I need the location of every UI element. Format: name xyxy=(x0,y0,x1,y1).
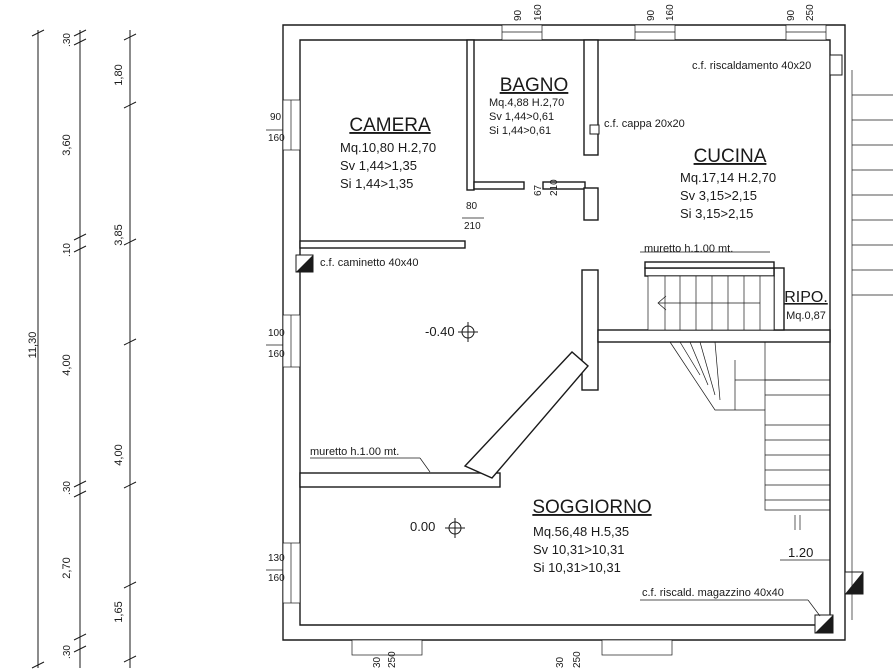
opening-label: 250 xyxy=(805,4,816,21)
dim-label: 1,80 xyxy=(113,64,125,85)
opening-label: 160 xyxy=(268,133,285,144)
room-si: Si 1,44>1,35 xyxy=(340,176,413,191)
room-area: Mq.10,80 H.2,70 xyxy=(340,140,436,155)
note-cappa: c.f. cappa 20x20 xyxy=(604,118,685,130)
room-area: Mq.0,87 xyxy=(786,310,826,322)
opening-label: 160 xyxy=(665,4,676,21)
opening-label: 160 xyxy=(268,573,285,584)
note-muretto-top: muretto h.1.00 mt. xyxy=(644,243,733,255)
room-si: Si 1,44>0,61 xyxy=(489,125,551,137)
room-si: Si 10,31>10,31 xyxy=(533,560,621,575)
level-lower: 0.00 xyxy=(410,519,435,534)
dim-label: .30 xyxy=(62,33,73,47)
opening-label: 130 xyxy=(268,553,285,564)
note-caminetto: c.f. caminetto 40x40 xyxy=(320,257,418,269)
dim-labels-outer: 11,30 xyxy=(27,332,39,359)
room-sv: Sv 3,15>2,15 xyxy=(680,188,757,203)
stair-dim: 1.20 xyxy=(788,545,813,560)
opening-label: 90 xyxy=(270,112,282,123)
windows xyxy=(282,24,827,656)
dim-label: .30 xyxy=(62,481,73,495)
room-sv: Sv 1,44>0,61 xyxy=(489,111,554,123)
dim-labels-right: 1,80 3,85 4,00 1,65 xyxy=(113,64,125,622)
room-cucina: CUCINA Mq.17,14 H.2,70 Sv 3,15>2,15 Si 3… xyxy=(680,146,776,221)
opening-label: 30 xyxy=(555,656,566,668)
opening-label: 30 xyxy=(372,656,383,668)
opening-label: 160 xyxy=(533,4,544,21)
room-bagno: BAGNO Mq.4,88 H.2,70 Sv 1,44>0,61 Si 1,4… xyxy=(489,75,568,137)
opening-label: 67 xyxy=(533,184,544,196)
opening-label: 210 xyxy=(549,179,560,196)
exterior-hatch xyxy=(851,70,893,620)
note-riscaldamento: c.f. riscaldamento 40x20 xyxy=(692,60,811,72)
dim-label: 3,85 xyxy=(113,224,125,245)
dim-label: 4,00 xyxy=(61,354,73,375)
dim-label: 2,70 xyxy=(61,557,73,578)
note-magazzino: c.f. riscald. magazzino 40x40 xyxy=(642,587,784,599)
opening-label: 90 xyxy=(786,9,797,21)
opening-label: 80 xyxy=(466,201,478,212)
dim-label: 1,65 xyxy=(113,601,125,622)
dimension-lines xyxy=(31,29,137,669)
room-camera: CAMERA Mq.10,80 H.2,70 Sv 1,44>1,35 Si 1… xyxy=(340,115,436,191)
room-si: Si 3,15>2,15 xyxy=(680,206,753,221)
opening-label: 250 xyxy=(387,651,398,668)
annotations: c.f. riscaldamento 40x20 c.f. cappa 20x2… xyxy=(310,60,830,617)
room-name: RIPO. xyxy=(784,289,828,306)
dim-label: .30 xyxy=(62,645,73,659)
opening-label: 210 xyxy=(464,221,481,232)
note-muretto-left: muretto h.1.00 mt. xyxy=(310,446,399,458)
room-soggiorno: SOGGIORNO Mq.56,48 H.5,35 Sv 10,31>10,31… xyxy=(532,497,651,575)
room-name: SOGGIORNO xyxy=(532,497,651,518)
flue-symbols xyxy=(295,54,864,634)
dim-label: 4,00 xyxy=(113,444,125,465)
opening-label: 100 xyxy=(268,328,285,339)
opening-label: 90 xyxy=(513,9,524,21)
room-area: Mq.4,88 H.2,70 xyxy=(489,97,564,109)
room-ripo: RIPO. Mq.0,87 xyxy=(784,289,828,322)
level-marker-icon xyxy=(445,322,478,538)
opening-label: 250 xyxy=(572,651,583,668)
room-name: CUCINA xyxy=(694,146,767,167)
level-upper: -0.40 xyxy=(425,324,455,339)
dim-total-label: 11,30 xyxy=(27,332,39,359)
opening-label: 160 xyxy=(268,349,285,360)
dim-labels-inner: .30 .10 .30 .30 3,60 4,00 2,70 xyxy=(61,33,73,659)
room-area: Mq.17,14 H.2,70 xyxy=(680,170,776,185)
dim-label: .10 xyxy=(62,243,73,257)
room-area: Mq.56,48 H.5,35 xyxy=(533,524,629,539)
opening-labels: 90 160 90 160 90 250 90 160 100 160 130 … xyxy=(266,4,816,668)
room-name: BAGNO xyxy=(500,75,569,96)
room-name: CAMERA xyxy=(349,115,431,136)
dim-label: 3,60 xyxy=(61,134,73,155)
walls xyxy=(282,24,846,641)
opening-label: 90 xyxy=(646,9,657,21)
stairs xyxy=(647,275,830,530)
room-sv: Sv 1,44>1,35 xyxy=(340,158,417,173)
room-sv: Sv 10,31>10,31 xyxy=(533,542,624,557)
